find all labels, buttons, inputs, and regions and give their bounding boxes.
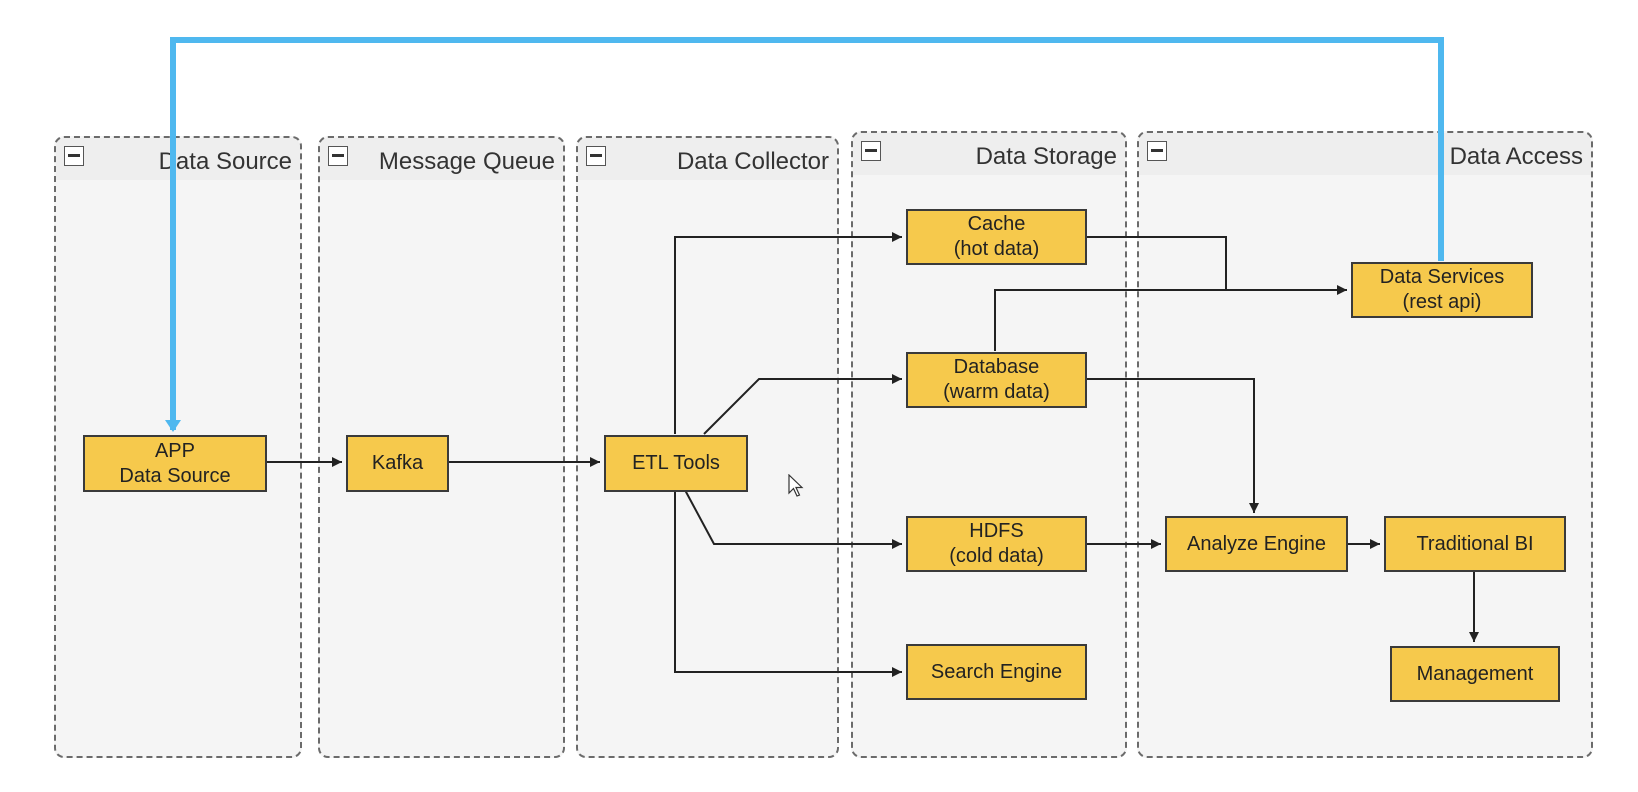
node-search-engine[interactable]: Search Engine xyxy=(906,644,1087,700)
lane-title: Data Collector xyxy=(676,148,829,175)
node-management[interactable]: Management xyxy=(1390,646,1560,702)
collapse-icon[interactable] xyxy=(328,146,348,166)
collapse-icon[interactable] xyxy=(861,141,881,161)
node-app-data-source[interactable]: APP Data Source xyxy=(83,435,267,492)
lane-title: Message Queue xyxy=(378,148,555,175)
node-etl-tools[interactable]: ETL Tools xyxy=(604,435,748,492)
node-database[interactable]: Database (warm data) xyxy=(906,352,1087,408)
node-hdfs[interactable]: HDFS (cold data) xyxy=(906,516,1087,572)
lane-title: Data Source xyxy=(158,148,292,175)
node-kafka[interactable]: Kafka xyxy=(346,435,449,492)
collapse-icon[interactable] xyxy=(586,146,606,166)
collapse-icon[interactable] xyxy=(1147,141,1167,161)
lane-title: Data Storage xyxy=(975,143,1117,170)
node-cache[interactable]: Cache (hot data) xyxy=(906,209,1087,265)
mouse-cursor-icon xyxy=(788,474,804,497)
node-data-services[interactable]: Data Services (rest api) xyxy=(1351,262,1533,318)
node-traditional-bi[interactable]: Traditional BI xyxy=(1384,516,1566,572)
node-analyze-engine[interactable]: Analyze Engine xyxy=(1165,516,1348,572)
collapse-icon[interactable] xyxy=(64,146,84,166)
lane-title: Data Access xyxy=(1449,143,1583,170)
